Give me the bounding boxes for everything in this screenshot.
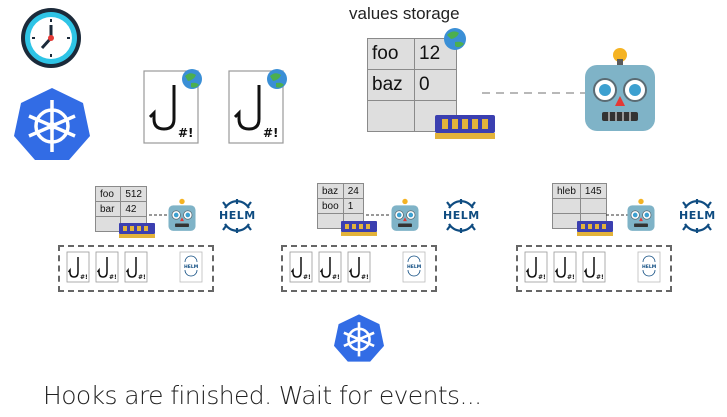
helm-chart-file-icon: HELM [402, 251, 426, 283]
robot-icon [168, 198, 196, 231]
hook-file-icon: #! [582, 251, 606, 283]
storage-value: 145 [579, 183, 607, 199]
hook-file-icon: #! [553, 251, 577, 283]
connector-line [149, 214, 169, 216]
storage-key [552, 198, 581, 214]
hook-file-icon: #! [124, 251, 148, 283]
svg-text:#!: #! [361, 274, 369, 281]
storage-key: baz [317, 183, 344, 199]
hook-file-icon: #! [95, 251, 119, 283]
svg-text:#!: #! [538, 274, 546, 281]
memory-icon [119, 223, 155, 238]
storage-value: 24 [342, 183, 364, 199]
robot-icon [585, 48, 655, 131]
globe-icon [444, 28, 466, 50]
svg-text:HELM: HELM [642, 264, 657, 270]
table-row [552, 198, 607, 214]
robot-icon [391, 198, 419, 231]
helm-wheel-icon [682, 199, 712, 233]
storage-key: foo [367, 38, 415, 70]
svg-text:#!: #! [138, 274, 146, 281]
hook-file-label: #! [178, 126, 194, 140]
storage-key [367, 100, 415, 132]
hooks-group [281, 245, 437, 292]
hook-file-icon: #! [318, 251, 342, 283]
memory-icon [577, 221, 613, 236]
memory-icon [435, 115, 495, 139]
storage-key: boo [317, 198, 344, 214]
helm-logo: HELM [441, 199, 481, 233]
svg-text:#!: #! [109, 274, 117, 281]
helm-logo: HELM [217, 199, 257, 233]
connector-line [366, 214, 390, 216]
values-storage-table: foo 12 baz 0 [367, 38, 457, 132]
storage-value: 1 [342, 198, 364, 214]
svg-text:HELM: HELM [407, 264, 422, 270]
storage-title: values storage [349, 4, 460, 23]
hook-file-icon: #! [228, 69, 287, 144]
robot-icon [627, 198, 655, 231]
svg-text:#!: #! [263, 126, 279, 140]
svg-text:HELM: HELM [184, 264, 199, 270]
table-row: baz 0 [367, 69, 457, 101]
storage-key: bar [94, 201, 122, 217]
hook-file-icon: #! [66, 251, 90, 283]
kubernetes-icon [334, 314, 384, 362]
storage-value: 0 [414, 69, 457, 101]
helm-logo: HELM [677, 199, 717, 233]
helm-wheel-icon [222, 199, 252, 233]
svg-text:#!: #! [80, 274, 88, 281]
storage-key: baz [367, 69, 415, 101]
helm-label: HELM [679, 209, 716, 222]
hooks-group [516, 245, 672, 292]
svg-text:#!: #! [332, 274, 340, 281]
helm-wheel-icon [446, 199, 476, 233]
memory-icon [341, 221, 377, 236]
helm-label: HELM [219, 209, 256, 222]
storage-key: hleb [552, 183, 581, 199]
helm-chart-file-icon: HELM [637, 251, 661, 283]
svg-text:#!: #! [596, 274, 604, 281]
svg-text:#!: #! [567, 274, 575, 281]
svg-text:#!: #! [303, 274, 311, 281]
hook-file-icon: #! [347, 251, 371, 283]
connector-line [482, 92, 586, 94]
storage-value: 42 [120, 201, 147, 217]
hook-file-icon: #! [524, 251, 548, 283]
connector-line [606, 214, 628, 216]
hooks-group [58, 245, 214, 292]
helm-label: HELM [443, 209, 480, 222]
status-caption: Hooks are finished. Wait for events... [43, 381, 482, 410]
storage-value [579, 198, 607, 214]
helm-chart-file-icon: HELM [179, 251, 203, 283]
storage-key: foo [94, 186, 122, 202]
hook-file-icon: #! [289, 251, 313, 283]
kubernetes-icon [14, 88, 90, 160]
clock-icon [21, 8, 81, 68]
hook-file-icon: #! [143, 69, 202, 144]
storage-value: 512 [120, 186, 147, 202]
